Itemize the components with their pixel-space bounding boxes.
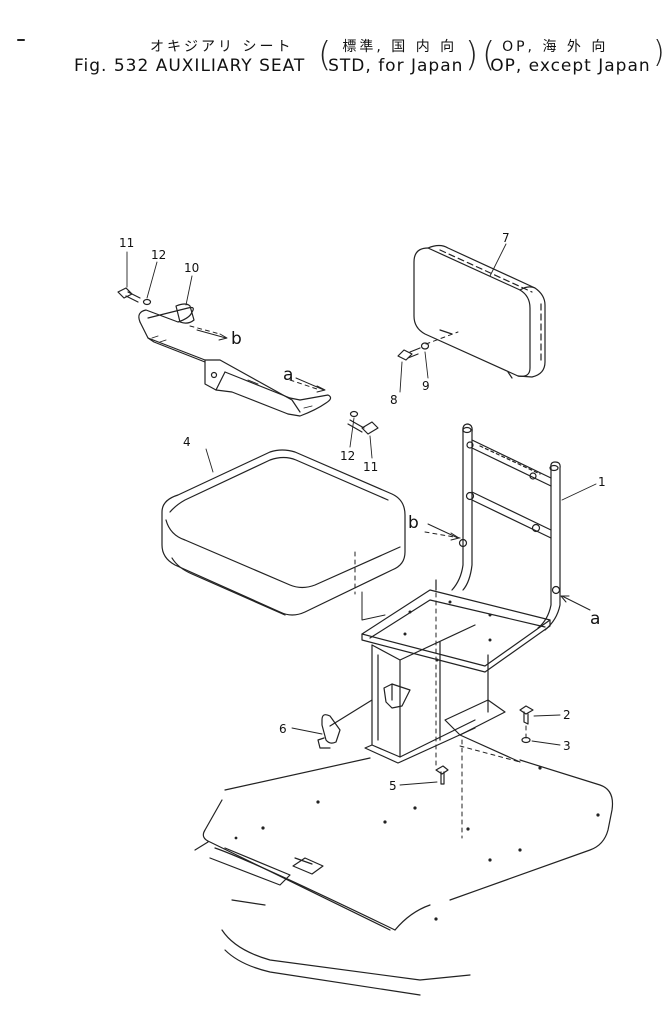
washer-12-lower xyxy=(349,410,359,418)
ref-a-bracket: a xyxy=(283,365,293,385)
callout-8: 8 xyxy=(390,393,398,407)
callout-7: 7 xyxy=(502,231,510,245)
seat-base-plate xyxy=(361,589,551,673)
callout-5: 5 xyxy=(389,779,397,793)
op-close-paren: ) xyxy=(653,38,663,68)
callout-11-top: 11 xyxy=(119,236,134,250)
callout-12-top: 12 xyxy=(151,248,166,262)
std-close-paren: ) xyxy=(465,35,479,75)
seat-cushion xyxy=(161,449,406,616)
callout-2: 2 xyxy=(563,708,571,722)
callout-10: 10 xyxy=(184,261,199,275)
op-japanese: OP, 海 外 向 xyxy=(502,39,609,55)
callout-1: 1 xyxy=(598,475,606,489)
bolt-2 xyxy=(519,705,534,725)
seat-pedestal xyxy=(364,624,521,764)
callout-12-lower: 12 xyxy=(340,449,355,463)
title-english-line: Fig. 532 AUXILIARY SEAT STD, for Japan O… xyxy=(74,56,651,76)
op-open-paren: ( xyxy=(482,35,496,75)
armrest-bracket xyxy=(138,303,332,417)
std-japanese: 標準, 国 内 向 xyxy=(342,39,458,55)
floor-plate xyxy=(194,757,614,996)
callout-11-lower: 11 xyxy=(363,460,378,474)
screw-5 xyxy=(435,765,449,785)
bolt-8 xyxy=(397,347,421,361)
ref-a-frame: a xyxy=(590,609,600,629)
title-japanese: オキジアリ シート xyxy=(150,39,294,55)
assembly-lines xyxy=(189,325,527,839)
callout-6: 6 xyxy=(279,722,287,736)
leader-lines xyxy=(126,243,597,786)
ref-b-frame: b xyxy=(408,513,419,533)
std-open-paren: ( xyxy=(318,35,332,75)
op-english: OP, except Japan xyxy=(490,56,651,76)
bolt-11-lower xyxy=(347,419,379,435)
std-english: STD, for Japan xyxy=(328,56,464,76)
figure-label: Fig. 532 xyxy=(74,56,150,76)
title-japanese-line: オキジアリ シート 標準, 国 内 向 OP, 海 外 向 xyxy=(150,36,608,56)
latch-6 xyxy=(317,683,411,749)
washer-12-top xyxy=(142,298,152,306)
bolt-11-top xyxy=(117,287,141,303)
callout-3: 3 xyxy=(563,739,571,753)
ref-b-bracket: b xyxy=(231,329,242,349)
floor-holes xyxy=(234,766,600,921)
callout-4: 4 xyxy=(183,435,191,449)
backrest-frame xyxy=(451,423,561,631)
back-cushion xyxy=(413,244,546,379)
callout-9: 9 xyxy=(422,379,430,393)
figure-name: AUXILIARY SEAT xyxy=(155,56,306,76)
washer-9 xyxy=(420,342,430,350)
reference-arrows xyxy=(196,329,591,611)
